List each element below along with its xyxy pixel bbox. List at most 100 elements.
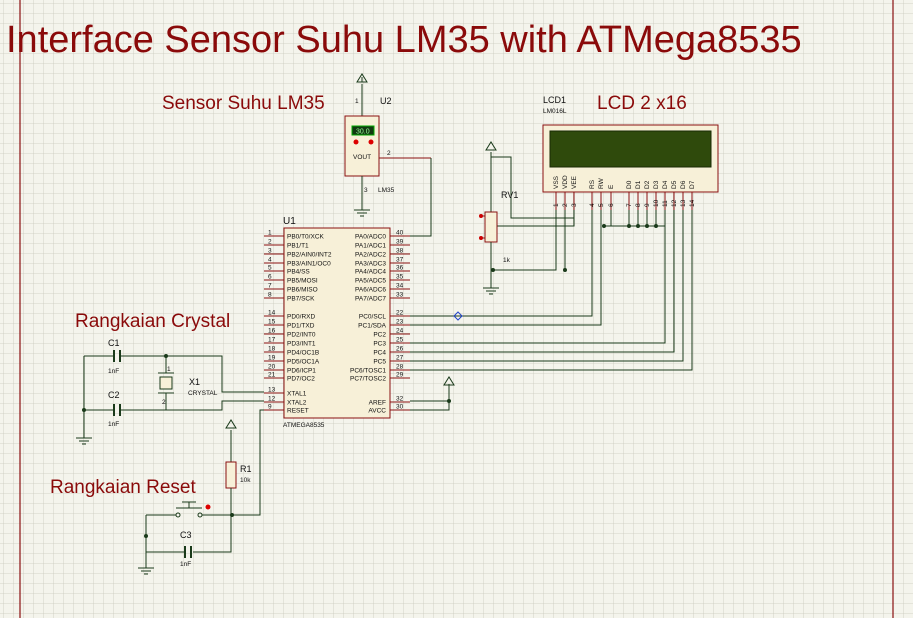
u1-pin-number: 23 [396, 319, 404, 326]
caption-sensor: Sensor Suhu LM35 [162, 93, 325, 114]
lcd-module[interactable]: LCD1 LM016L VSS1VDD2VEE3RS4RW5E6D07D18D2… [542, 95, 719, 210]
lm35-display [351, 125, 375, 136]
u1-pin-number: 20 [268, 364, 276, 371]
u1-pin-number: 34 [396, 283, 404, 290]
u1-part: ATMEGA8535 [283, 422, 325, 429]
lcd-pin-name: D6 [680, 180, 687, 189]
u2-pin2-label: 2 [387, 150, 391, 157]
u1-pin-name: PA1/ADC1 [355, 243, 386, 250]
u1-pin-number: 21 [268, 372, 276, 379]
lm35-display-value: 30.0 [356, 129, 370, 136]
u1-pin-number: 32 [396, 396, 404, 403]
u1-left-pins: 1PB0/T0/XCK2PB1/T13PB2/AIN0/INT24PB3/AIN… [264, 230, 332, 415]
u1-pin-number: 19 [268, 355, 276, 362]
lcd-pin-name: D0 [626, 180, 633, 189]
u1-pin-name: PC5 [373, 359, 386, 366]
u1-pin-name: PD0/RXD [287, 314, 315, 321]
atmega8535-mcu[interactable]: U1 ATMEGA8535 1PB0/T0/XCK2PB1/T13PB2/AIN… [264, 216, 410, 429]
u1-pin-number: 5 [268, 265, 272, 272]
probe-diamond-icon [453, 311, 463, 321]
u1-pin-number: 6 [268, 274, 272, 281]
u1-pin-number: 15 [268, 319, 276, 326]
c1-value: 1nF [108, 368, 119, 375]
u1-pin-number: 27 [396, 355, 404, 362]
lcd-pin-number: 4 [589, 203, 596, 207]
lcd-pin-name: VDD [562, 175, 569, 189]
lcd-pins: VSS1VDD2VEE3RS4RW5E6D07D18D29D310D411D51… [553, 175, 696, 210]
u1-pin-number: 22 [396, 310, 404, 317]
wire-rw-gnd [600, 210, 612, 226]
ground-icon [354, 209, 370, 217]
r1-value: 10k [240, 477, 251, 484]
u1-pin-name: PA5/ADC5 [355, 278, 386, 285]
x1-pin1-label: 1 [167, 366, 171, 373]
lcd-part: LM016L [543, 108, 567, 115]
u1-pin-name: XTAL1 [287, 391, 307, 398]
lcd-pin-name: RW [598, 177, 605, 189]
wire-rv1-wiper [497, 210, 575, 227]
wire-d4 [410, 210, 666, 344]
u1-pin-name: PD1/TXD [287, 323, 315, 330]
u1-pin-name: PB6/MISO [287, 287, 318, 294]
c1-ref: C1 [108, 338, 120, 348]
ground-icon [138, 567, 154, 575]
wire-lcd-vss [493, 210, 557, 271]
lcd-pin-number: 3 [571, 203, 578, 207]
pushbutton-icon [175, 501, 203, 518]
u1-pin-name: AREF [369, 400, 386, 407]
u1-pin-name: PD6/ICP1 [287, 368, 316, 375]
ground-icon [76, 437, 92, 445]
u1-pin-number: 13 [268, 387, 276, 394]
lcd-pin-number: 6 [608, 203, 615, 207]
u1-pin-name: PA2/ADC2 [355, 252, 386, 259]
u1-pin-name: PA3/ADC3 [355, 261, 386, 268]
u1-ref: U1 [283, 216, 296, 227]
u1-pin-name: PA0/ADC0 [355, 234, 386, 241]
lcd-screen [549, 130, 712, 168]
u1-pin-name: PA6/ADC6 [355, 287, 386, 294]
u1-pin-name: PA4/ADC4 [355, 269, 386, 276]
u1-pin-name: PC3 [373, 341, 386, 348]
u1-pin-number: 40 [396, 230, 404, 237]
u1-pin-number: 39 [396, 239, 404, 246]
u1-pin-name: AVCC [368, 408, 386, 415]
u1-pin-number: 3 [268, 248, 272, 255]
u1-pin-number: 26 [396, 346, 404, 353]
lcd-pin-name: VSS [553, 175, 560, 189]
u1-pin-name: PB3/AIN1/OC0 [287, 261, 331, 268]
lcd-pin-number: 14 [689, 199, 696, 207]
crystal-circuit[interactable]: C1 1nF C2 1nF 1 2 X1 CRYSTAL [76, 338, 264, 445]
caption-crystal: Rangkaian Crystal [75, 311, 230, 332]
u1-pin-name: PC4 [373, 350, 386, 357]
page-title: Interface Sensor Suhu LM35 with ATMega85… [6, 19, 802, 61]
u1-pin-number: 30 [396, 404, 404, 411]
c3-ref: C3 [180, 530, 192, 540]
rv1-value: 1k [503, 257, 511, 264]
rv1-potentiometer[interactable]: RV1 1k [479, 141, 518, 295]
u1-pin-name: PC7/TOSC2 [350, 376, 386, 383]
lm35-sensor[interactable]: 1 30.0 VOUT U2 2 3 LM35 [344, 73, 431, 217]
r1-ref: R1 [240, 464, 252, 474]
lcd-pin-number: 1 [553, 203, 560, 207]
u1-pin-name: PB0/T0/XCK [287, 234, 325, 241]
lcd-pin-name: D3 [653, 180, 660, 189]
u1-pin-name: XTAL2 [287, 400, 307, 407]
rv1-power-icon [485, 141, 497, 151]
u1-pin-name: PB2/AIN0/INT2 [287, 252, 332, 259]
crystal-icon [159, 376, 173, 390]
u1-pin-name: PD5/OC1A [287, 359, 320, 366]
u1-pin-name: PB1/T1 [287, 243, 309, 250]
wire-d6 [410, 210, 684, 362]
u1-pin-number: 8 [268, 292, 272, 299]
lcd-pin-name: VEE [571, 175, 578, 189]
reset-circuit[interactable]: R1 10k C3 1nF [138, 409, 264, 575]
lcd-pin-number: 9 [644, 203, 651, 207]
u1-pin-number: 33 [396, 292, 404, 299]
u1-pin-name: PC2 [373, 332, 386, 339]
wire-avcc [410, 384, 450, 411]
avcc-power-icon [443, 376, 455, 386]
wire-d7 [410, 210, 693, 371]
c2-value: 1nF [108, 421, 119, 428]
lcd-pin-number: 2 [562, 203, 569, 207]
